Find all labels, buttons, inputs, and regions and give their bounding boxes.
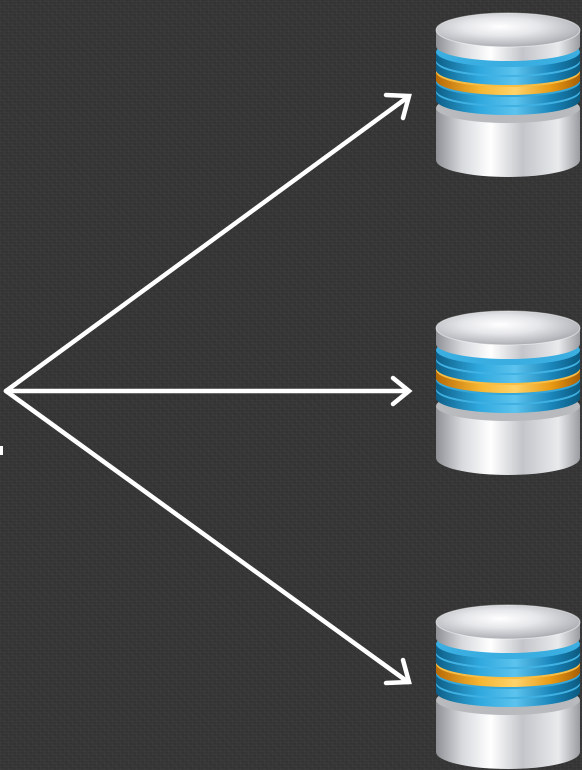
database-icon bbox=[435, 12, 581, 178]
arrow-to-database-top bbox=[3, 92, 412, 394]
database-icon bbox=[435, 310, 581, 476]
arrow-to-database-middle bbox=[3, 375, 413, 407]
source-edge-marker bbox=[0, 446, 3, 455]
connector-arrows bbox=[3, 92, 413, 686]
arrow-to-database-bottom bbox=[3, 388, 412, 686]
database-icon bbox=[435, 604, 581, 770]
